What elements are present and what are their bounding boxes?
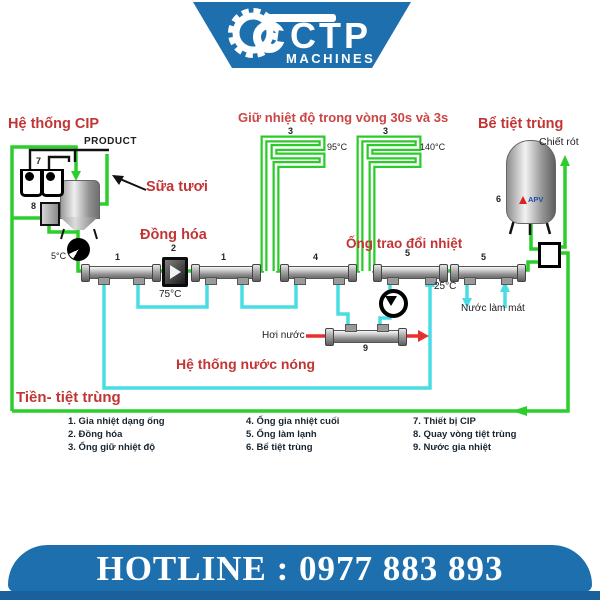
- label-cip-system: Hệ thống CIP: [8, 116, 100, 132]
- hotline-banner: HOTLINE : 0977 883 893: [8, 545, 592, 592]
- legend-column-1: 1. Gia nhiệt dạng ống 2. Đồng hóa 3. Ống…: [68, 415, 165, 454]
- legend-item: 9. Nước gia nhiệt: [413, 442, 492, 453]
- label-temp-95: 95°C: [327, 142, 348, 152]
- final-heater-4: [280, 264, 357, 285]
- outlet-valve: [538, 242, 561, 268]
- label-product: PRODUCT: [84, 136, 137, 147]
- tag-6: 6: [496, 194, 502, 204]
- cooler-5b: [450, 264, 526, 285]
- legend-item: 8. Quay vòng tiệt trùng: [413, 429, 517, 440]
- legend-item: 5. Ống làm lạnh: [246, 429, 317, 440]
- logo-sub-text: MACHINES: [286, 51, 375, 66]
- hotline-text: HOTLINE : 0977 883 893: [96, 548, 504, 588]
- cip-piping: [28, 148, 552, 240]
- sterile-tank: [506, 140, 556, 224]
- balance-tank: [60, 180, 100, 219]
- green-arrowheads: [71, 155, 570, 416]
- legend-item: 1. Gia nhiệt dạng ống: [68, 416, 165, 427]
- homogenizer-unit: [162, 257, 188, 287]
- tag-3b: 3: [383, 126, 389, 136]
- feed-pump: [67, 238, 90, 261]
- label-homogenizer: Đồng hóa: [140, 227, 207, 243]
- label-cooling-water: Nước làm mát: [461, 303, 525, 314]
- tube-heater-1b: [191, 264, 261, 285]
- milk-arrow: [112, 175, 147, 191]
- apv-text: APV: [528, 195, 544, 204]
- tag-3a: 3: [288, 126, 294, 136]
- cyan-water-pipes: [102, 282, 507, 390]
- legend-item: 2. Đồng hóa: [68, 429, 123, 440]
- label-sterile-tank: Bể tiệt trùng: [478, 116, 564, 132]
- holding-coils: [260, 135, 422, 271]
- sterile-loop-box: [40, 202, 60, 226]
- homogenizer-triangle-icon: [170, 265, 181, 279]
- tag-5b: 5: [481, 252, 487, 262]
- legend-column-2: 4. Ống gia nhiệt cuối 5. Ống làm lạnh 6.…: [246, 415, 339, 454]
- hotline-strip: [0, 591, 600, 600]
- apv-logo: APV: [519, 194, 549, 205]
- pump-triangle-icon: [385, 296, 397, 306]
- label-hot-water: Hệ thống nước nóng: [176, 356, 316, 372]
- legend-item: 7. Thiết bị CIP: [413, 416, 476, 427]
- cip-vessel-1: [20, 169, 43, 197]
- tag-1a: 1: [115, 252, 121, 262]
- apv-triangle-icon: [519, 195, 527, 204]
- tag-1b: 1: [221, 252, 227, 262]
- legend-item: 6. Bể tiệt trùng: [246, 442, 313, 453]
- label-fresh-milk: Sữa tươi: [146, 179, 208, 195]
- tag-9: 9: [363, 343, 369, 353]
- logo-brand-text: CTP: [290, 15, 371, 56]
- legend-column-3: 7. Thiết bị CIP 8. Quay vòng tiệt trùng …: [413, 415, 516, 454]
- cip-ball-icon: [46, 172, 55, 181]
- tag-5a: 5: [405, 248, 411, 258]
- label-filling: Chiết rót: [539, 136, 579, 148]
- cip-vessel-2: [41, 169, 64, 197]
- label-hold-time: Giữ nhiệt độ trong vòng 30s và 3s: [238, 110, 449, 125]
- label-pre-sterilization: Tiền- tiệt trùng: [16, 389, 121, 406]
- label-steam: Hơi nước: [262, 330, 305, 341]
- cip-ball-icon: [25, 172, 34, 181]
- cooler-5a: [373, 264, 448, 285]
- tag-4: 4: [313, 252, 319, 262]
- label-temp-5: 5°C: [51, 251, 67, 261]
- tag-7: 7: [36, 156, 42, 166]
- tag-8: 8: [31, 201, 37, 211]
- label-temp-75: 75°C: [159, 289, 182, 300]
- label-heat-exchanger: Ống trao đổi nhiệt: [346, 236, 463, 251]
- label-temp-25: 25°C: [434, 281, 457, 292]
- wrench-icon: [253, 14, 336, 53]
- label-temp-140: 140°C: [420, 142, 446, 152]
- water-heater-9: [325, 324, 407, 346]
- tube-heater-1a: [81, 264, 161, 285]
- legend-item: 3. Ống giữ nhiệt độ: [68, 442, 156, 453]
- tag-2: 2: [171, 243, 177, 253]
- legend-item: 4. Ống gia nhiệt cuối: [246, 416, 340, 427]
- brand-logo: CTP MACHINES: [193, 2, 411, 68]
- hot-water-pump: [379, 289, 408, 318]
